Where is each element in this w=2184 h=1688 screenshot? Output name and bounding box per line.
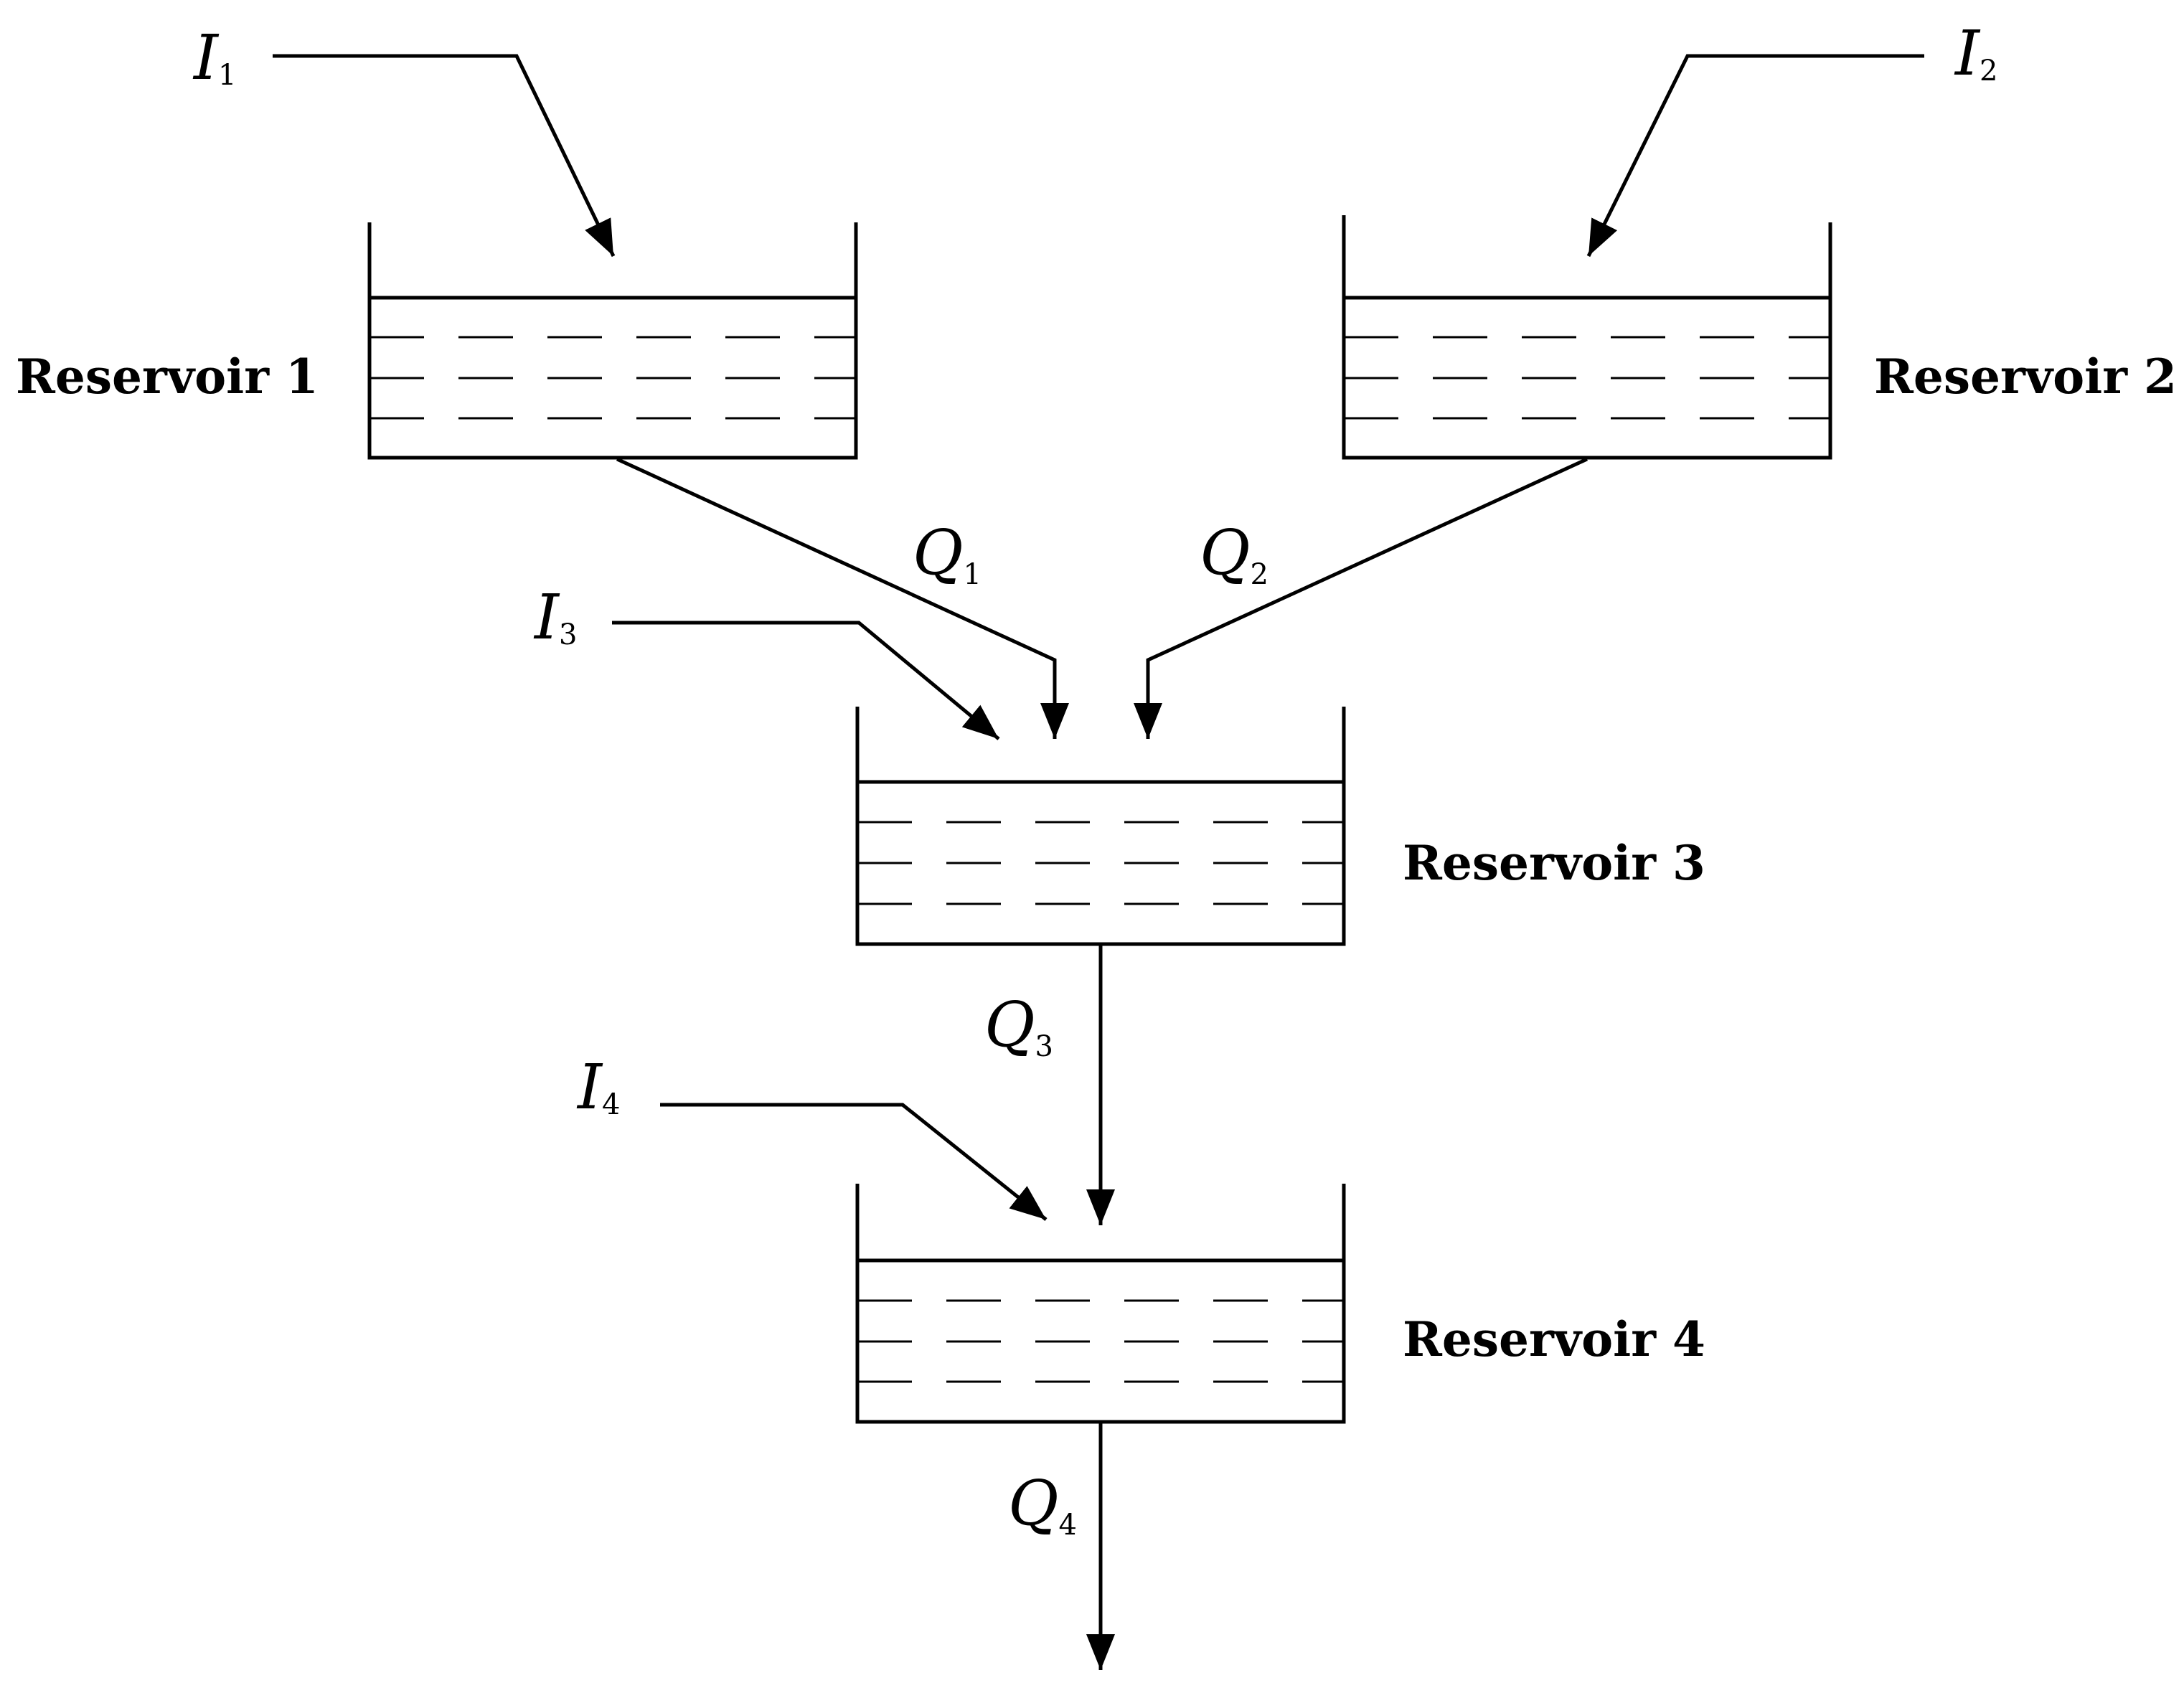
inflow-arrow-1 <box>273 54 616 258</box>
inflow-label-1: I1 <box>192 22 236 94</box>
outflow-arrow-2 <box>1134 457 1588 739</box>
outflow-arrow-1 <box>616 457 1069 739</box>
inflow-label-2: I2 <box>1954 18 1997 90</box>
reservoir-1-tank <box>367 222 858 460</box>
reservoir-4-tank <box>855 1184 1346 1424</box>
reservoir-3-tank <box>855 707 1346 946</box>
reservoir-2-tank <box>1342 215 1832 460</box>
outflow-label-2: Q2 <box>1200 517 1268 591</box>
outflow-label-4: Q4 <box>1008 1468 1077 1542</box>
reservoir-1 <box>367 222 858 460</box>
inflow-arrow-3 <box>612 621 1000 740</box>
reservoir-3 <box>855 707 1346 946</box>
inflow-arrow-2 <box>1586 54 1924 258</box>
reservoir-4 <box>855 1184 1346 1424</box>
reservoir-2 <box>1342 215 1832 460</box>
reservoir-3-label: Reservoir 3 <box>1403 835 1705 891</box>
reservoir-4-label: Reservoir 4 <box>1403 1311 1705 1367</box>
outflow-label-3: Q3 <box>984 989 1053 1063</box>
outflow-label-1: Q1 <box>913 517 982 591</box>
inflow-arrow-4 <box>660 1103 1048 1221</box>
reservoir-1-label: Reservoir 1 <box>16 349 319 405</box>
inflow-label-4: I4 <box>576 1052 620 1123</box>
inflow-label-3: I3 <box>533 582 577 654</box>
reservoir-2-label: Reservoir 2 <box>1874 349 2177 405</box>
